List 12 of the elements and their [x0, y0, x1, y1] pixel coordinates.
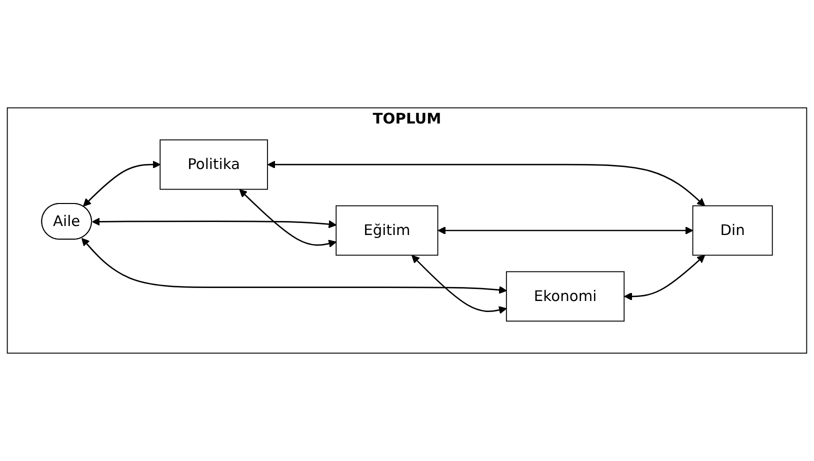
arrow: [83, 160, 160, 206]
arrow: [624, 254, 706, 300]
node-box: Ekonomi: [506, 271, 625, 322]
node-box: Eğitim: [336, 205, 438, 256]
arrow: [412, 255, 507, 314]
arrow: [92, 218, 336, 228]
arrow: [239, 189, 336, 248]
arrow: [81, 238, 507, 294]
arrow: [267, 160, 706, 206]
node-box: Politika: [160, 139, 268, 190]
arrow: [438, 226, 694, 235]
node-box: Din: [692, 205, 773, 256]
